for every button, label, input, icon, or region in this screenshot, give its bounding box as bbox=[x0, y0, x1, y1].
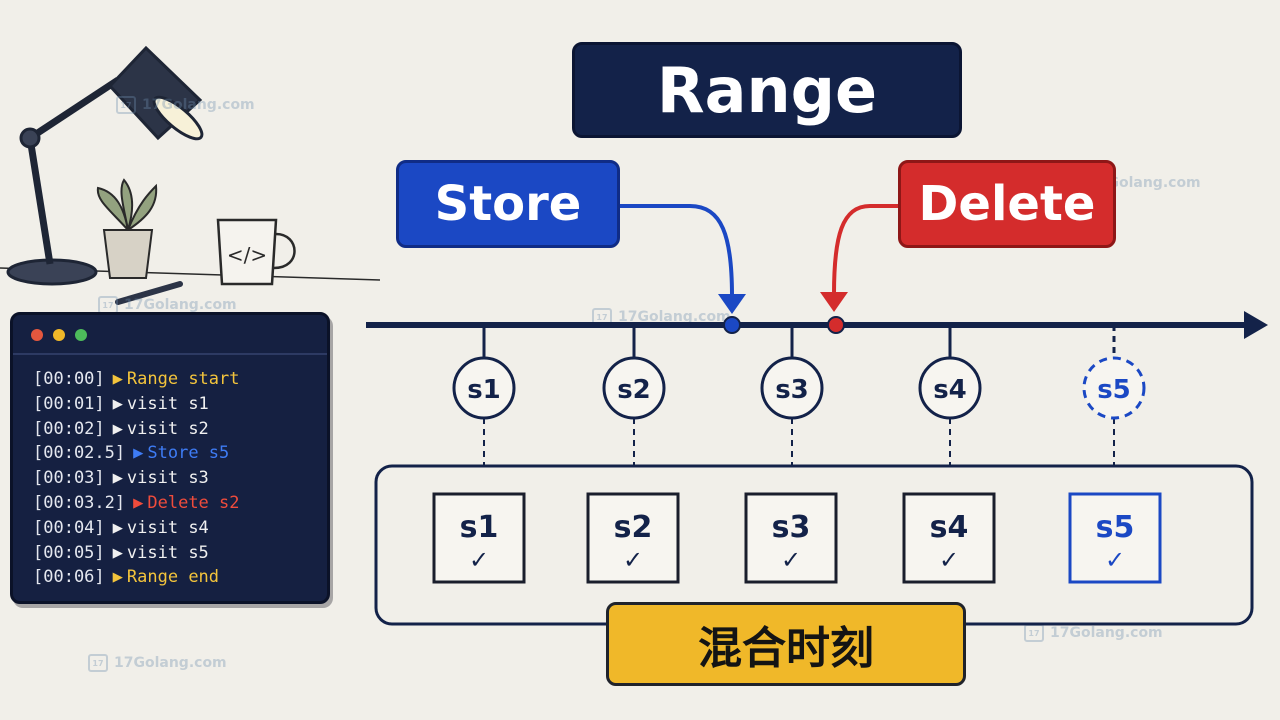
checkmark-icon: ✓ bbox=[781, 546, 801, 574]
log-message: visit s4 bbox=[126, 517, 209, 538]
store-arrow bbox=[620, 204, 734, 297]
log-message: Store s5 bbox=[147, 443, 230, 464]
visited-label: s5 bbox=[1096, 510, 1135, 545]
checkmark-icon: ✓ bbox=[623, 546, 643, 574]
log-message: visit s5 bbox=[126, 542, 209, 563]
log-timestamp: [00:05] bbox=[33, 542, 105, 563]
log-timestamp: [00:00] bbox=[33, 369, 105, 389]
timeline-node bbox=[452, 356, 516, 420]
store-event-point bbox=[723, 316, 741, 334]
checkmark-icon: ✓ bbox=[1105, 546, 1125, 574]
log-line: [00:03.2] ▶Delete s2 bbox=[33, 491, 240, 515]
range-title: Range bbox=[572, 42, 962, 138]
log-message: Delete s2 bbox=[147, 493, 240, 513]
log-message: visit s1 bbox=[126, 393, 209, 414]
store-label: Store bbox=[396, 160, 620, 248]
delete-label: Delete bbox=[898, 160, 1116, 248]
delete-arrow bbox=[832, 204, 898, 295]
maximize-dot-icon bbox=[75, 329, 87, 341]
log-message: visit s3 bbox=[126, 468, 209, 489]
visited-box bbox=[586, 492, 680, 584]
log-line: [00:05] ▶visit s5 bbox=[33, 541, 209, 565]
visited-label: s3 bbox=[772, 510, 811, 545]
log-message: visit s2 bbox=[126, 418, 209, 439]
play-arrow-icon: ▶ bbox=[133, 443, 144, 464]
terminal-window: [00:00]▶Range start[00:01]▶visit s1[00:0… bbox=[10, 312, 330, 604]
visited-label: s4 bbox=[930, 510, 969, 545]
log-timestamp: [00:02.5] bbox=[33, 443, 126, 464]
log-timestamp: [00:03.2] bbox=[33, 493, 126, 513]
log-line: [00:02] ▶visit s2 bbox=[33, 417, 209, 441]
checkmark-icon: ✓ bbox=[939, 546, 959, 574]
visited-box bbox=[902, 492, 996, 584]
log-timestamp: [00:04] bbox=[33, 517, 105, 538]
checkmark-icon: ✓ bbox=[469, 546, 489, 574]
timeline-node bbox=[760, 356, 824, 420]
log-line: [00:03] ▶visit s3 bbox=[33, 466, 209, 490]
visited-label: s2 bbox=[614, 510, 653, 545]
timeline-arrowhead bbox=[1244, 311, 1268, 339]
timeline-node bbox=[1082, 356, 1146, 420]
terminal-divider bbox=[13, 353, 327, 355]
visited-box bbox=[432, 492, 526, 584]
window-controls bbox=[31, 329, 87, 341]
play-arrow-icon: ▶ bbox=[112, 393, 123, 414]
code-mug-icon: </> bbox=[216, 218, 296, 286]
log-message: Range start bbox=[126, 369, 240, 389]
close-dot-icon bbox=[31, 329, 43, 341]
log-line: [00:00] ▶Range start bbox=[33, 367, 240, 391]
play-arrow-icon: ▶ bbox=[112, 517, 123, 538]
log-message: Range end bbox=[126, 567, 220, 588]
delete-arrowhead bbox=[820, 292, 848, 312]
blend-moment-label: 混合时刻 bbox=[606, 602, 966, 686]
log-timestamp: [00:01] bbox=[33, 393, 105, 414]
visited-box bbox=[1068, 492, 1162, 584]
timeline-node-label: s5 bbox=[1097, 375, 1131, 405]
store-arrowhead bbox=[718, 294, 746, 314]
timeline-node bbox=[602, 356, 666, 420]
minimize-dot-icon bbox=[53, 329, 65, 341]
log-line: [00:01] ▶visit s1 bbox=[33, 392, 209, 416]
timeline-node-label: s4 bbox=[933, 375, 967, 405]
delete-event-point bbox=[827, 316, 845, 334]
timeline-node-label: s2 bbox=[617, 375, 651, 405]
play-arrow-icon: ▶ bbox=[112, 567, 123, 588]
timeline-node-label: s1 bbox=[467, 375, 501, 405]
log-timestamp: [00:03] bbox=[33, 468, 105, 489]
pen-icon bbox=[115, 281, 183, 305]
play-arrow-icon: ▶ bbox=[133, 493, 144, 513]
desk-lamp-icon bbox=[6, 45, 204, 286]
visited-box bbox=[744, 492, 838, 584]
timeline-node-label: s3 bbox=[775, 375, 809, 405]
play-arrow-icon: ▶ bbox=[112, 468, 123, 489]
log-timestamp: [00:06] bbox=[33, 567, 105, 588]
log-line: [00:04] ▶visit s4 bbox=[33, 516, 209, 540]
timeline-node bbox=[918, 356, 982, 420]
potted-plant-icon bbox=[96, 178, 158, 279]
play-arrow-icon: ▶ bbox=[112, 542, 123, 563]
desk-illustration: </> bbox=[0, 45, 381, 305]
play-arrow-icon: ▶ bbox=[112, 369, 123, 389]
visited-label: s1 bbox=[460, 510, 499, 545]
log-timestamp: [00:02] bbox=[33, 418, 105, 439]
log-line: [00:06] ▶Range end bbox=[33, 565, 219, 589]
play-arrow-icon: ▶ bbox=[112, 418, 123, 439]
svg-text:</>: </> bbox=[227, 243, 267, 267]
log-line: [00:02.5] ▶Store s5 bbox=[33, 441, 229, 465]
